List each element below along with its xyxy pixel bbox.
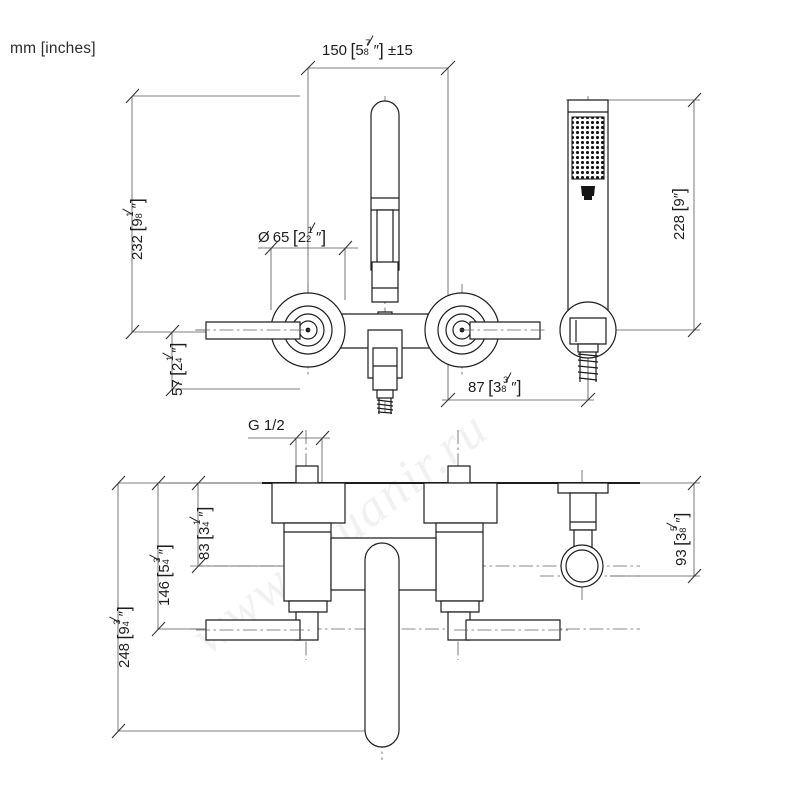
dim-total-depth-248-mm: 248 (115, 642, 133, 668)
dim-projection-87-in-whole: 3 (493, 378, 502, 396)
dim-rosette-diameter-in-whole: 2 (297, 228, 307, 246)
dim-total-depth-248-in-whole: 9 (115, 626, 133, 635)
side-section-view (190, 430, 640, 760)
wall-bracket (559, 301, 617, 359)
dim-rosette-diameter-mm: 65 (272, 228, 290, 246)
dim-top-width-mm: 150 (322, 41, 348, 59)
dim-projection-87-mm: 87 (468, 378, 485, 396)
diameter-symbol-icon: Ø (258, 228, 270, 246)
dim-top-width-in-whole: 5 (355, 41, 364, 59)
dim-body-depth-83-mm: 83 (195, 543, 213, 560)
dim-thread-label: G 1/2 (248, 417, 285, 434)
hose-connection (372, 347, 398, 414)
spout-down[interactable] (364, 542, 400, 748)
handshower-holder (557, 482, 609, 588)
dim-top-width-tolerance: ±15 (387, 41, 413, 59)
hose-thread (577, 343, 599, 382)
front-elevation-view (195, 96, 548, 414)
handshower-elevation-view (559, 96, 617, 400)
inlet-nipple-right (447, 465, 471, 484)
dim-handshower-height-mm: 228 (671, 214, 688, 240)
bottom-dimension-frame (111, 430, 702, 739)
dim-handshower-height: 228 [9″] (668, 188, 689, 240)
top-dimension-frame (125, 60, 702, 408)
dim-body-depth-146-in-whole: 5 (155, 564, 173, 573)
dim-holder-93-mm: 93 (672, 549, 690, 566)
dim-handle-height-mm: 57 (168, 379, 186, 396)
units-note: mm [inches] (10, 40, 96, 57)
dim-left-height-mm: 232 (128, 234, 146, 260)
dim-handle-height-in-whole: 2 (168, 362, 186, 371)
dim-holder-93-in-whole: 3 (672, 532, 690, 541)
dim-handshower-height-in-whole: 9 (671, 198, 688, 207)
dim-body-depth-83-in-whole: 3 (195, 526, 213, 535)
left-valve-body (271, 482, 346, 613)
spray-face (571, 116, 605, 180)
left-cross-handle[interactable] (196, 321, 310, 340)
right-cross-handle[interactable] (460, 321, 548, 340)
left-lever-handle[interactable] (196, 611, 319, 641)
dim-left-height-in-whole: 9 (128, 218, 146, 227)
right-lever-handle[interactable] (447, 611, 570, 641)
dim-body-depth-146-mm: 146 (155, 580, 173, 606)
inlet-nipple-left (295, 465, 319, 484)
